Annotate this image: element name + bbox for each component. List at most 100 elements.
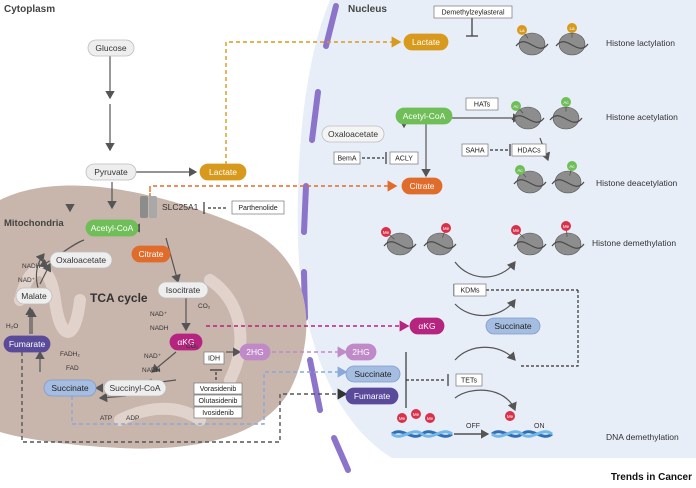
isocitrate-node: Isocitrate: [157, 281, 209, 299]
oxaloacetate-node: Oxaloacetate: [49, 251, 113, 269]
acly-box: ACLY: [389, 151, 419, 165]
citrate-mito-node: Citrate: [131, 245, 171, 263]
inhibitor-lines: [203, 18, 579, 408]
akg-nuc-node-label: αKG: [418, 321, 435, 331]
succinate-product-node: Succinate: [485, 317, 541, 335]
demethylzeylasteral-box-label: Demethylzeylasteral: [441, 10, 504, 17]
histone-mark: [561, 97, 571, 107]
histone-demethylation-label: Histone demethylation: [592, 238, 676, 248]
tets-box: TETs: [455, 373, 483, 387]
histone-mark: [511, 101, 521, 111]
malate-node: Malate: [15, 287, 53, 305]
nucleosome: Me: [423, 223, 457, 256]
succinate-mito-node: Succinate: [43, 379, 97, 397]
parthenolide-box: Parthenolide: [231, 200, 285, 215]
co2-label-1: CO₂: [198, 303, 211, 310]
histone-mark-label: Me: [383, 230, 390, 235]
h2o-label: H₂O: [6, 323, 18, 330]
lactate-cyto-node: Lactate: [199, 163, 247, 181]
ivosidenib-box-label: Ivosidenib: [202, 410, 234, 417]
acetyl-coa-mito-node-label: Acetyl-CoA: [91, 223, 134, 233]
hdacs-box: HDACs: [511, 143, 547, 157]
histone-mark-label: La: [519, 28, 525, 33]
acly-box-label: ACLY: [395, 156, 413, 163]
histone-mark: [381, 227, 391, 237]
olutasidenib-box: Olutasidenib: [193, 394, 243, 407]
fadh2-label: FADH₂: [60, 351, 80, 358]
malate-node-label: Malate: [21, 291, 47, 301]
fumarate-transport-arrow: [21, 352, 348, 443]
brand-logo: Trends in Cancer: [611, 472, 692, 483]
off-label: OFF: [466, 423, 480, 430]
saha-box-label: SAHA: [465, 148, 484, 155]
vorasidenib-box-label: Vorasidenib: [200, 386, 237, 393]
dna-strands: [391, 429, 553, 439]
atp-label: ATP: [100, 415, 112, 422]
nucleosome: La: [515, 25, 549, 56]
oxaloacetate-nuc-node-label: Oxaloacetate: [328, 129, 378, 139]
glucose-node-label: Glucose: [95, 43, 126, 53]
akg-mito-node: αKG: [169, 333, 203, 351]
mitochondria-title: Mitochondria: [4, 218, 64, 229]
succinate-nuc-node: Succinate: [345, 365, 401, 383]
nadh-label-1: NADH: [22, 263, 41, 270]
citrate-nuc-node-label: Citrate: [409, 181, 434, 191]
fad-label: FAD: [66, 365, 79, 372]
pyruvate-node-label: Pyruvate: [94, 167, 128, 177]
succinate-product-node-label: Succinate: [494, 321, 532, 331]
histone-mark: [567, 23, 577, 33]
nucleosome: Me: [381, 227, 417, 256]
acetyl-coa-nuc-node-label: Acetyl-CoA: [403, 111, 446, 121]
nadh-label-3: NADH: [142, 367, 161, 374]
tca-cycle-arrows: [27, 239, 517, 412]
nucleosome: Ac: [549, 97, 583, 130]
citrate-transport-arrow: [149, 180, 398, 196]
succinyl-coa-node-label: Succinyl-CoA: [109, 383, 160, 393]
lactate-nuc-node-label: Lactate: [412, 37, 440, 47]
kdms-box-label: KDMs: [460, 288, 480, 295]
dna-methyl-mark-label: Me: [413, 412, 420, 417]
co2-label-2: CO₂: [186, 343, 199, 350]
dna-demethylation-label: DNA demethylation: [606, 432, 679, 442]
histone-mark: [517, 25, 527, 35]
histone-mark: [441, 223, 451, 233]
histone-acetylation-label: Histone acetylation: [606, 112, 678, 122]
isocitrate-node-label: Isocitrate: [166, 285, 201, 295]
histone-lactylation-label: Histone lactylation: [606, 38, 675, 48]
tca-cycle-title: TCA cycle: [90, 291, 148, 305]
pyruvate-node: Pyruvate: [85, 163, 137, 181]
acetyl-coa-mito-node: Acetyl-CoA: [85, 219, 139, 237]
nucleosome: Ac: [511, 101, 545, 130]
nadh-label-2: NADH: [150, 325, 169, 332]
lactate-cyto-node-label: Lactate: [209, 167, 237, 177]
2hg-mito-node: 2HG: [239, 343, 271, 361]
dna-methyl-marks: [397, 409, 515, 423]
akg-nuc-node: αKG: [409, 317, 445, 335]
cytoplasm-title: Cytoplasm: [4, 4, 55, 15]
histone-deacetylation-label: Histone deacetylation: [596, 178, 678, 188]
histone-mark-label: Ac: [513, 104, 519, 109]
fumarate-nuc-node-label: Fumarate: [354, 391, 391, 401]
nad-label-2: NAD⁺: [150, 311, 168, 318]
ivosidenib-box: Ivosidenib: [193, 406, 243, 419]
idh-box: IDH: [203, 351, 225, 365]
histone-mark: [511, 225, 521, 235]
slc25a1-transporter: [140, 196, 157, 218]
nucleosome: Ac: [513, 165, 547, 194]
histone-mark-label: Me: [513, 228, 520, 233]
tets-box-label: TETs: [461, 378, 477, 385]
succinyl-coa-node: Succinyl-CoA: [103, 379, 167, 397]
histone-mark: [561, 221, 571, 231]
hats-box: HATs: [465, 97, 499, 111]
histone-mark-label: Me: [443, 226, 450, 231]
glucose-node: Glucose: [87, 39, 135, 57]
bema-box: BemA: [333, 151, 361, 165]
hats-box-label: HATs: [474, 102, 491, 109]
acetyl-coa-nuc-node: Acetyl-CoA: [395, 107, 453, 125]
lactate-nuc-node: Lactate: [403, 33, 449, 51]
kdms-box: KDMs: [453, 283, 487, 297]
histone-mark-label: Ac: [563, 100, 569, 105]
akg-mito-node-label: αKG: [177, 337, 194, 347]
bema-box-label: BemA: [337, 156, 356, 163]
